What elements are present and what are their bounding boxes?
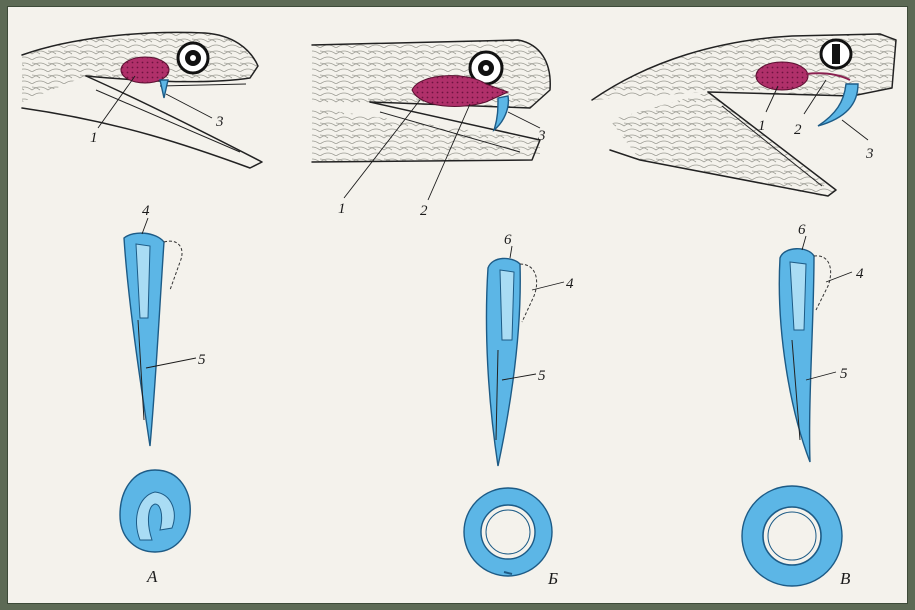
head-b	[312, 40, 550, 162]
label-b-3: 3	[537, 128, 546, 144]
eye-a	[178, 43, 208, 73]
label-c-6: 6	[798, 222, 806, 238]
label-c-5: 5	[840, 366, 848, 382]
label-c-2: 2	[794, 122, 802, 138]
eye-c	[821, 40, 851, 68]
fang-a	[160, 80, 168, 98]
head-a	[22, 32, 262, 168]
label-b-1: 1	[338, 201, 346, 217]
tooth-b: 6 4 5	[486, 232, 574, 466]
panel-letter-c: В	[840, 569, 851, 588]
label-b-2: 2	[420, 203, 428, 219]
label-a-5: 5	[198, 352, 206, 368]
head-c	[592, 34, 896, 196]
label-c-3: 3	[865, 146, 874, 162]
tooth-a: 4 5	[124, 203, 206, 446]
label-c-1: 1	[758, 118, 766, 134]
label-a-4: 4	[142, 203, 150, 219]
panel-letter-b: Б	[547, 569, 558, 588]
label-a-1: 1	[90, 130, 98, 146]
cross-section-c: В	[742, 486, 851, 588]
cross-section-b: Б	[464, 488, 558, 588]
label-b-6: 6	[504, 232, 512, 248]
label-b-5: 5	[538, 368, 546, 384]
tooth-c: 6 4 5	[779, 222, 864, 462]
label-a-3: 3	[215, 114, 224, 130]
cross-section-a: А	[120, 470, 190, 586]
label-b-4: 4	[566, 276, 574, 292]
label-c-4: 4	[856, 266, 864, 282]
panel-letter-a: А	[146, 567, 158, 586]
